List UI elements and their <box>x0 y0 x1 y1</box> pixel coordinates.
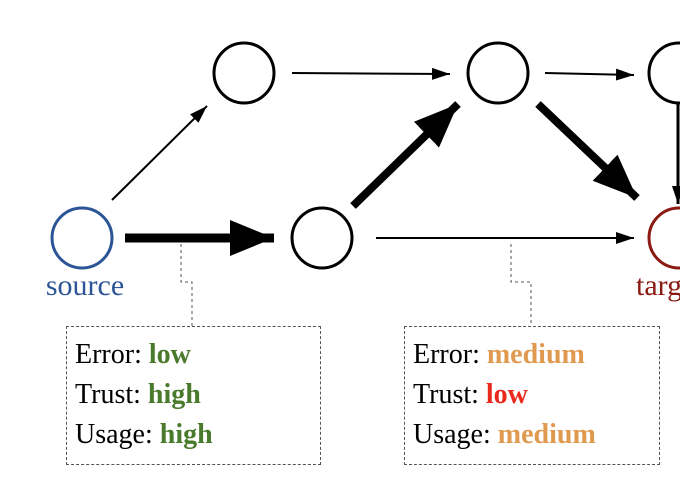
source-label: source <box>46 269 124 302</box>
info-key: Error: <box>75 339 142 370</box>
info-key: Usage: <box>75 419 153 450</box>
target-label: targ <box>636 269 680 302</box>
info-key: Trust: <box>75 379 141 410</box>
connector-right-box <box>510 244 532 326</box>
info-key: Error: <box>413 339 480 370</box>
info-box-left: Error: low Trust: high Usage: high <box>66 326 321 465</box>
node-source <box>50 206 114 270</box>
info-key: Trust: <box>413 379 479 410</box>
info-value: medium <box>486 339 585 370</box>
info-value: medium <box>497 419 596 450</box>
connector-left-box <box>180 244 193 326</box>
edge-top-left-to-top-middle <box>291 67 451 80</box>
info-row-error: Error: low <box>75 335 312 375</box>
info-row-error: Error: medium <box>413 335 651 375</box>
info-row-usage: Usage: medium <box>413 415 651 455</box>
node-top-left <box>212 41 276 105</box>
info-value: low <box>148 339 191 370</box>
node-middle <box>290 206 354 270</box>
node-top-right <box>647 41 680 105</box>
node-top-middle <box>466 41 530 105</box>
info-key: Usage: <box>413 419 491 450</box>
info-row-usage: Usage: high <box>75 415 312 455</box>
edge-source-to-top-left <box>111 105 208 201</box>
info-row-trust: Trust: low <box>413 375 651 415</box>
node-target <box>647 206 680 270</box>
edge-middle-to-top-middle <box>350 101 461 209</box>
edge-top-middle-to-top-right <box>544 68 635 81</box>
info-value: low <box>485 379 528 410</box>
info-value: high <box>147 379 201 410</box>
info-box-right: Error: medium Trust: low Usage: medium <box>404 326 660 465</box>
info-row-trust: Trust: high <box>75 375 312 415</box>
edge-top-middle-to-target <box>535 101 640 201</box>
info-value: high <box>159 419 213 450</box>
